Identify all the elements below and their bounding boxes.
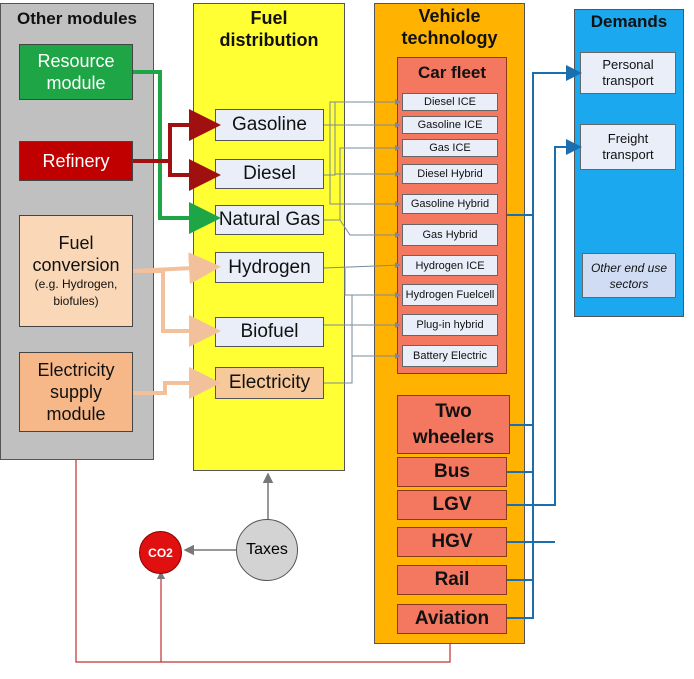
tech-gasoline-hybrid: Gasoline Hybrid: [402, 194, 498, 214]
mode-lgv: LGV: [397, 490, 507, 520]
vehicle-technology-title: Vehicle technology: [401, 6, 498, 48]
tech-hydrogen-fuelcell: Hydrogen Fuelcell: [402, 284, 498, 306]
mode-aviation: Aviation: [397, 604, 507, 634]
mode-rail: Rail: [397, 565, 507, 595]
fuel-diesel: Diesel: [215, 159, 324, 189]
fuel-hydrogen: Hydrogen: [215, 252, 324, 283]
refinery-box: Refinery: [19, 141, 133, 181]
mode-hgv: HGV: [397, 527, 507, 557]
fuel-natural-gas: Natural Gas: [215, 205, 324, 235]
co2-circle: CO2: [139, 531, 182, 574]
fuel-gasoline: Gasoline: [215, 109, 324, 141]
fuel-biofuel: Biofuel: [215, 317, 324, 347]
car-fleet-title: Car fleet: [417, 63, 487, 82]
other-modules-title: Other modules: [17, 9, 137, 28]
tech-hydrogen-ice: Hydrogen ICE: [402, 255, 498, 276]
tech-gas-ice: Gas ICE: [402, 139, 498, 157]
tech-battery-electric: Battery Electric: [402, 345, 498, 367]
fuel-conversion-box: Fuel conversion (e.g. Hydrogen, biofules…: [19, 215, 133, 327]
fuel-distribution-title: Fuel distribution: [219, 8, 319, 50]
electricity-supply-module-box: Electricity supply module: [19, 352, 133, 432]
tech-plugin-hybrid: Plug-in hybrid: [402, 314, 498, 336]
tech-gas-hybrid: Gas Hybrid: [402, 224, 498, 246]
tech-diesel-ice: Diesel ICE: [402, 93, 498, 111]
tech-diesel-hybrid: Diesel Hybrid: [402, 164, 498, 184]
taxes-circle: Taxes: [236, 519, 298, 581]
fuel-electricity: Electricity: [215, 367, 324, 399]
demands-title: Demands: [590, 12, 668, 31]
tech-gasoline-ice: Gasoline ICE: [402, 116, 498, 134]
mode-bus: Bus: [397, 457, 507, 487]
fuel-distribution-panel: Fuel distribution: [193, 3, 345, 471]
